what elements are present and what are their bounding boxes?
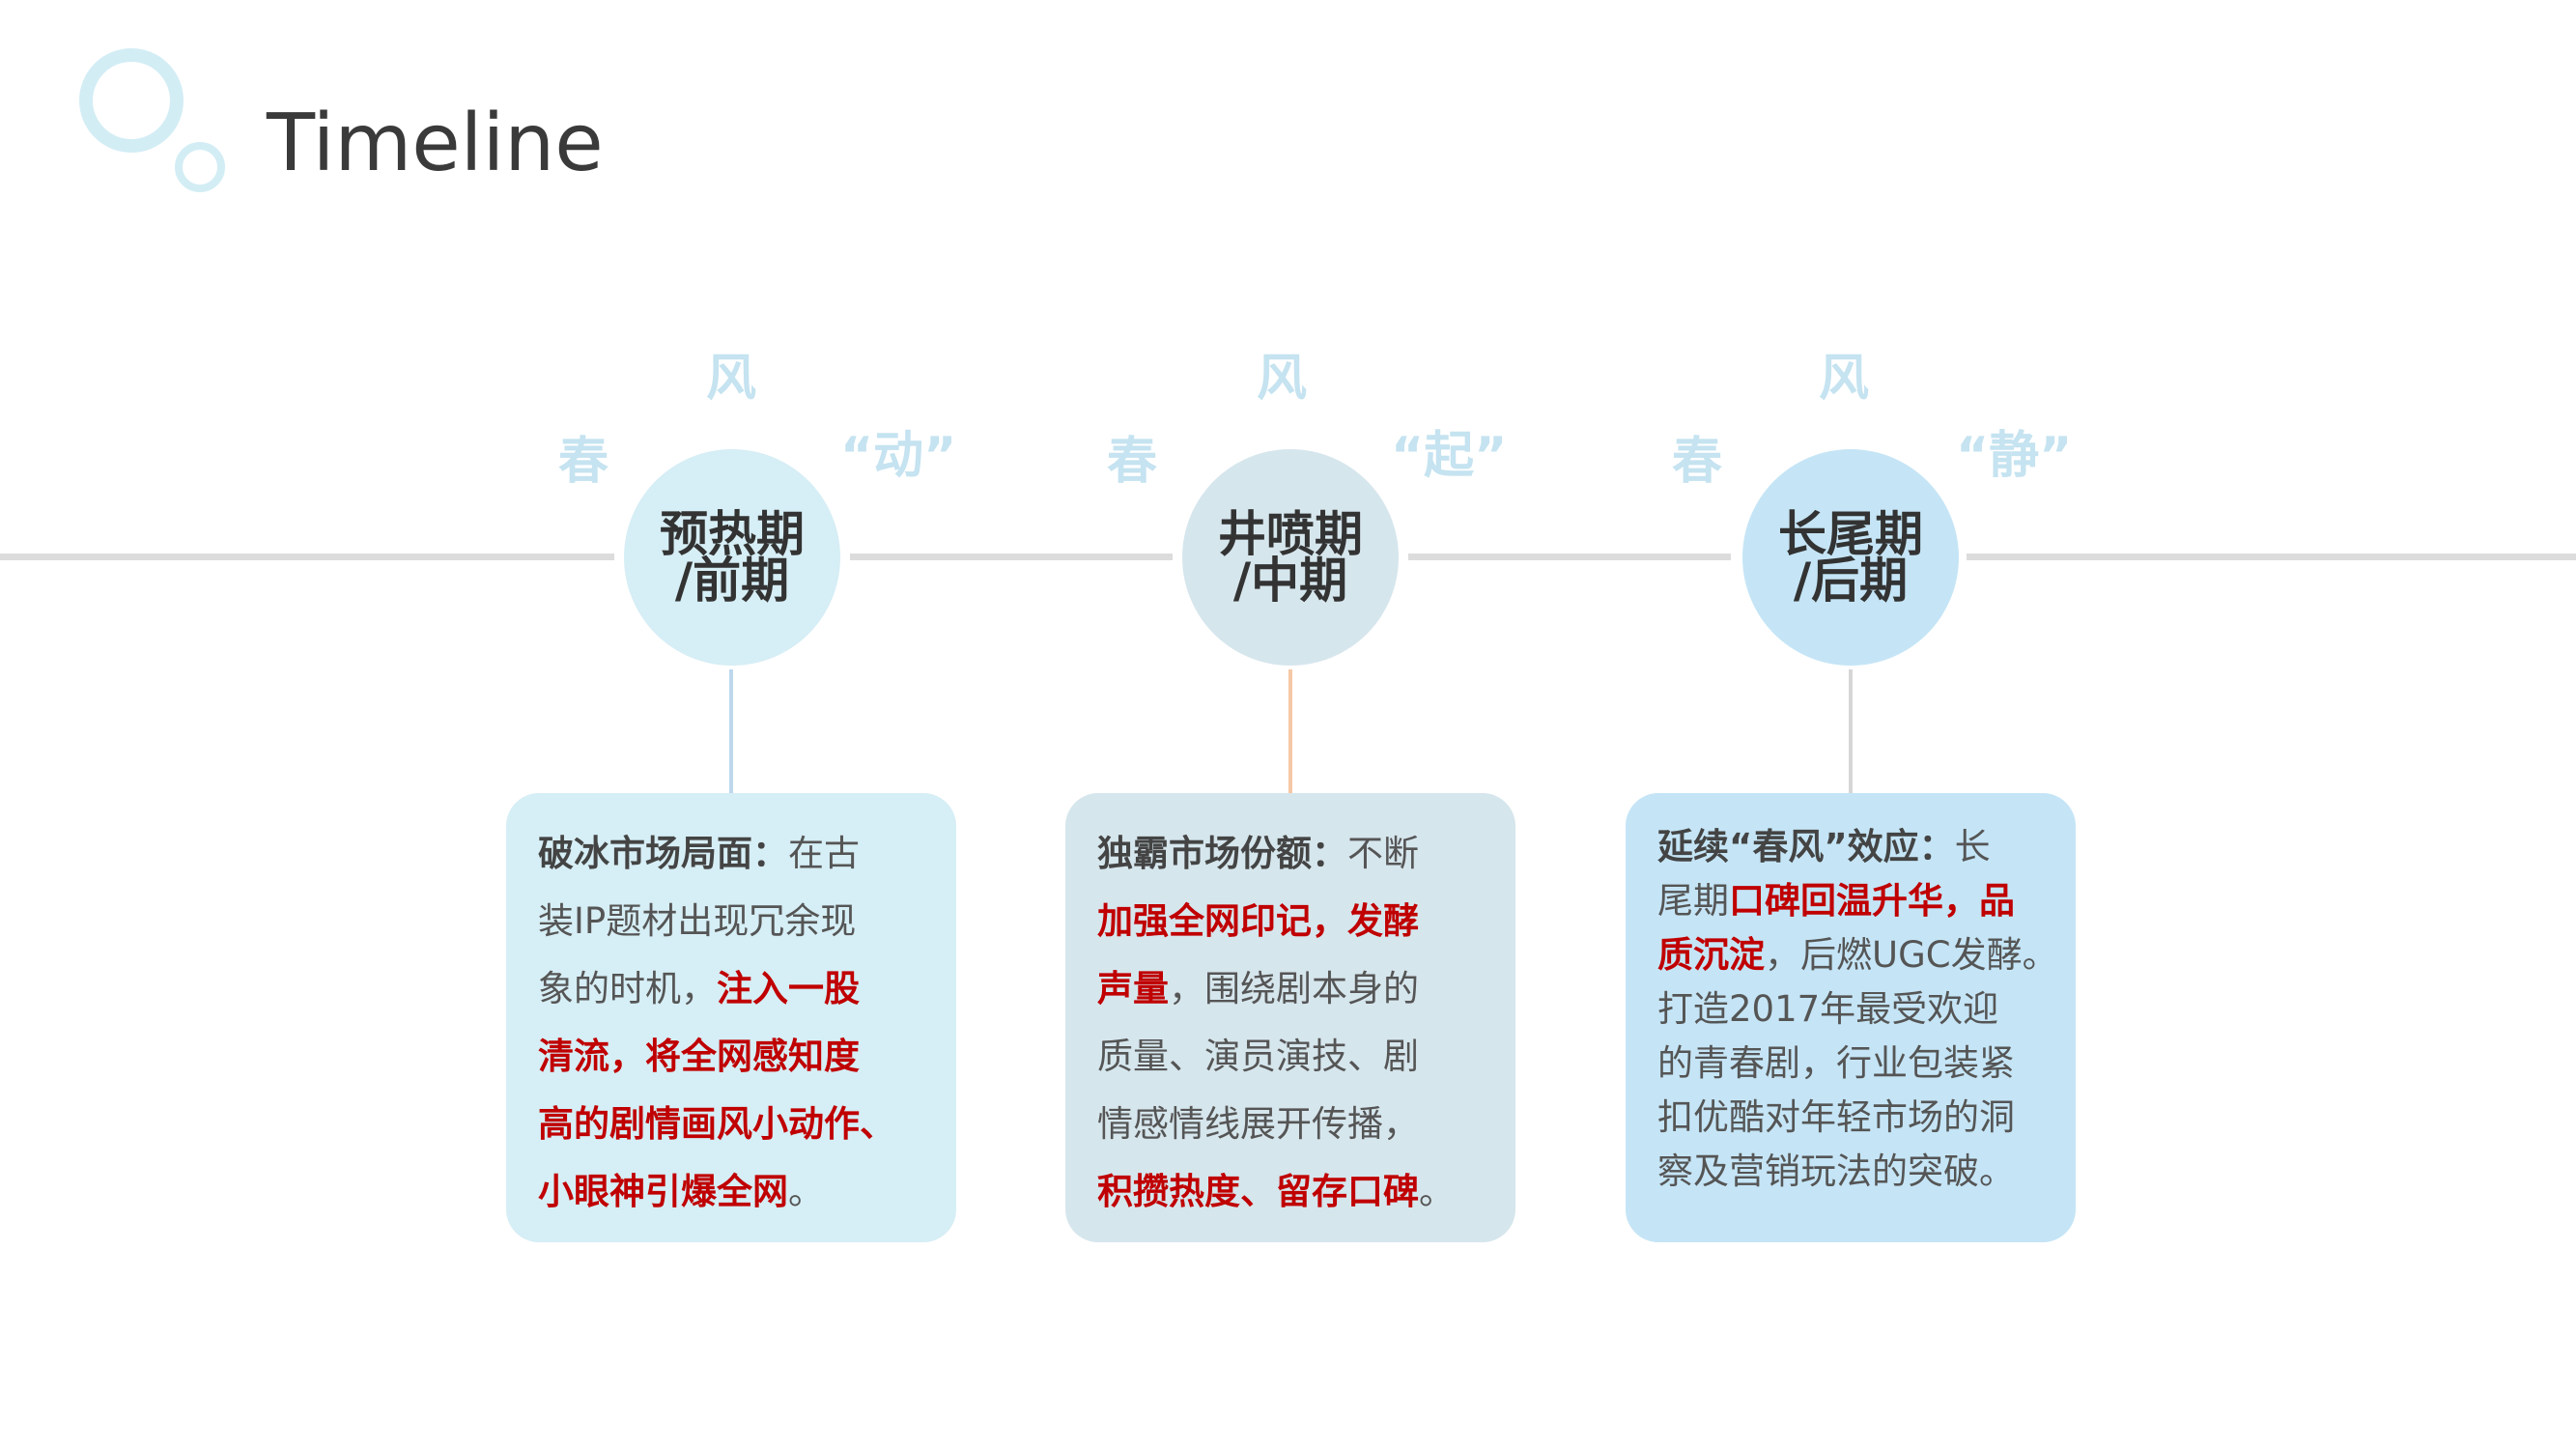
card-text-line: 的青春剧，行业包装紧 xyxy=(1657,1037,2051,1091)
timeline-line-segment xyxy=(0,554,614,560)
card-text-line: 质量、演员演技、剧 xyxy=(1097,1023,1490,1091)
card-heading-text: 延续“春风”效应： xyxy=(1657,826,1955,867)
stage-3-card: 延续“春风”效应：长尾期口碑回温升华，品质沉淀，后燃UGC发酵。 打造2017年… xyxy=(1626,793,2076,1242)
highlight-text: 声量 xyxy=(1097,968,1169,1009)
card-heading-text: 独霸市场份额： xyxy=(1097,833,1347,874)
stage-2-wind-right: “起” xyxy=(1391,427,1508,485)
timeline-line-segment xyxy=(1408,554,1731,560)
decorative-small-ring-icon xyxy=(175,142,225,192)
highlight-text: 注入一股 xyxy=(717,968,860,1009)
stage-3-wind-left: 春 xyxy=(1672,433,1723,491)
highlight-text: 积攒热度、留存口碑 xyxy=(1097,1171,1419,1212)
highlight-text: 小眼神引爆全网 xyxy=(538,1171,788,1212)
card-text-line: 打造2017年最受欢迎 xyxy=(1657,982,2051,1037)
card-text-line: 尾期口碑回温升华，品 xyxy=(1657,874,2051,928)
card-text-line: 加强全网印记，发酵 xyxy=(1097,888,1490,955)
body-text: 长 xyxy=(1954,826,1991,867)
stage-3-circle: 长尾期 /后期 xyxy=(1742,449,1959,666)
stage-3-connector xyxy=(1849,669,1853,793)
stage-1-name: 预热期 xyxy=(660,506,805,562)
card-text-line: 延续“春风”效应：长 xyxy=(1657,820,2051,874)
stage-2-name: 井喷期 xyxy=(1218,506,1363,562)
body-text: 在古 xyxy=(788,833,860,874)
stage-2-circle: 井喷期 /中期 xyxy=(1182,449,1399,666)
card-text-line: 独霸市场份额：不断 xyxy=(1097,820,1490,888)
stage-3-wind-top: 风 xyxy=(1819,350,1870,408)
stage-1-wind-top: 风 xyxy=(706,350,757,408)
stage-3-period: /后期 xyxy=(1793,553,1909,609)
stage-1-wind-right: “动” xyxy=(840,427,957,485)
body-text: 不断 xyxy=(1347,833,1419,874)
card-text-line: 察及营销玩法的突破。 xyxy=(1657,1145,2051,1199)
body-text: 打造2017年最受欢迎 xyxy=(1657,988,1999,1030)
card-text-line: 情感情线展开传播， xyxy=(1097,1091,1490,1158)
timeline-line-segment xyxy=(1967,554,2576,560)
body-text: ，后燃UGC发酵。 xyxy=(1765,934,2058,976)
body-text: 。 xyxy=(788,1171,824,1212)
card-heading-text: 破冰市场局面： xyxy=(538,833,788,874)
card-text-line: 小眼神引爆全网。 xyxy=(538,1158,931,1226)
highlight-text: 高的剧情画风小动作、 xyxy=(538,1103,895,1145)
card-text-line: 高的剧情画风小动作、 xyxy=(538,1091,931,1158)
highlight-text: 口碑回温升华，品 xyxy=(1729,880,2015,922)
stage-2-period: /中期 xyxy=(1232,553,1348,609)
stage-1-circle: 预热期 /前期 xyxy=(624,449,840,666)
decorative-large-ring-icon xyxy=(79,48,184,153)
card-text-line: 装IP题材出现冗余现 xyxy=(538,888,931,955)
card-text-line: 清流，将全网感知度 xyxy=(538,1023,931,1091)
card-text-line: 声量，围绕剧本身的 xyxy=(1097,955,1490,1023)
stage-3-name: 长尾期 xyxy=(1778,506,1923,562)
highlight-text: 质沉淀 xyxy=(1657,934,1765,976)
stage-1-connector xyxy=(729,669,733,793)
stage-2-wind-left: 春 xyxy=(1107,433,1158,491)
highlight-text: 加强全网印记，发酵 xyxy=(1097,900,1419,942)
body-text: 的青春剧，行业包装紧 xyxy=(1657,1042,2015,1084)
stage-2-wind-top: 风 xyxy=(1257,350,1308,408)
body-text: 装IP题材出现冗余现 xyxy=(538,900,857,942)
card-text-line: 质沉淀，后燃UGC发酵。 xyxy=(1657,928,2058,982)
stage-1-wind-left: 春 xyxy=(558,433,609,491)
stage-2-card: 独霸市场份额：不断加强全网印记，发酵声量，围绕剧本身的质量、演员演技、剧情感情线… xyxy=(1065,793,1515,1242)
body-text: 察及营销玩法的突破。 xyxy=(1657,1151,2015,1192)
page-title: Timeline xyxy=(267,98,604,189)
card-text-line: 扣优酷对年轻市场的洞 xyxy=(1657,1091,2051,1145)
stage-2-connector xyxy=(1288,669,1292,793)
body-text: 扣优酷对年轻市场的洞 xyxy=(1657,1096,2015,1138)
body-text: ，围绕剧本身的 xyxy=(1169,968,1419,1009)
body-text: 。 xyxy=(1419,1171,1455,1212)
stage-3-wind-right: “静” xyxy=(1956,427,2073,485)
stage-1-card: 破冰市场局面：在古装IP题材出现冗余现象的时机，注入一股清流，将全网感知度高的剧… xyxy=(506,793,956,1242)
body-text: 情感情线展开传播， xyxy=(1097,1103,1419,1145)
body-text: 象的时机， xyxy=(538,968,717,1009)
card-text-line: 积攒热度、留存口碑。 xyxy=(1097,1158,1490,1226)
timeline-line-segment xyxy=(850,554,1173,560)
body-text: 尾期 xyxy=(1657,880,1729,922)
stage-1-period: /前期 xyxy=(674,553,790,609)
card-text-line: 象的时机，注入一股 xyxy=(538,955,931,1023)
highlight-text: 清流，将全网感知度 xyxy=(538,1036,860,1077)
card-text-line: 破冰市场局面：在古 xyxy=(538,820,931,888)
body-text: 质量、演员演技、剧 xyxy=(1097,1036,1419,1077)
